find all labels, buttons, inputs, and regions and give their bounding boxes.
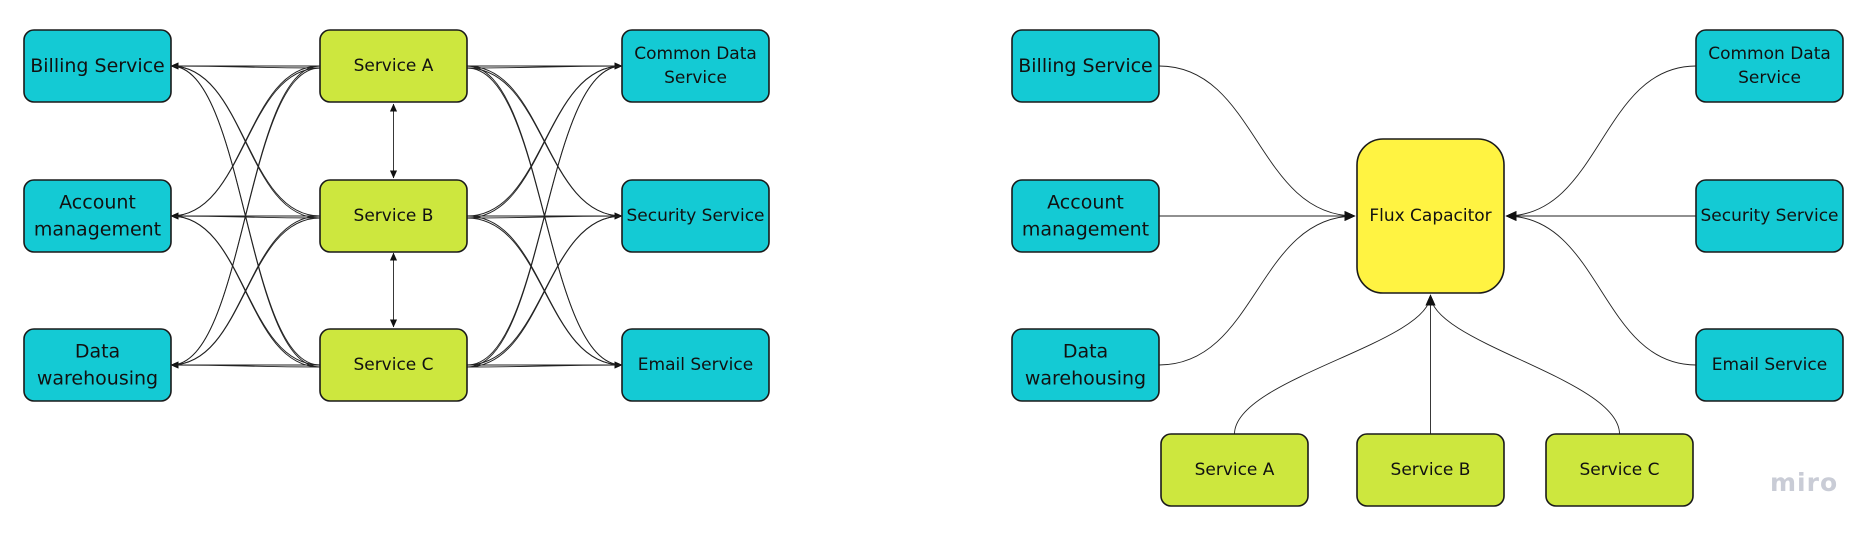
left_panel-node-service-b: Service B: [319, 179, 468, 253]
node-label: warehousing: [37, 367, 158, 389]
left_panel-node-data-wh: Data warehousing: [23, 328, 172, 402]
node-label: Common Data: [1708, 44, 1831, 64]
node-label: Service B: [1391, 460, 1471, 480]
connector-45: [1234, 294, 1436, 435]
node-label: Service: [664, 68, 727, 88]
connector-34: [170, 364, 321, 368]
right_panel-node-data-wh: Data warehousing: [1011, 328, 1160, 402]
node-label: Service: [1738, 68, 1801, 88]
node-label: Data: [1063, 341, 1108, 363]
node-box: [1695, 328, 1844, 402]
node-label: Security Service: [626, 206, 764, 226]
connector-43: [1158, 211, 1356, 366]
node-label: Email Service: [1712, 355, 1827, 375]
node-box: [23, 328, 172, 402]
connector-32: [466, 215, 623, 368]
node-label: Service C: [1579, 460, 1659, 480]
connector-14: [170, 65, 321, 219]
right_panel-node-email: Email Service: [1695, 328, 1844, 402]
node-box: [319, 29, 468, 103]
node-box: [1356, 433, 1505, 507]
connector-36: [466, 364, 623, 368]
node-box: [1011, 328, 1160, 402]
node-label: Billing Service: [30, 55, 165, 77]
node-box: [1356, 138, 1505, 294]
connector-40: [1505, 65, 1697, 221]
connector-30: [170, 215, 321, 368]
node-label: Service A: [354, 56, 434, 76]
node-box: [23, 29, 172, 103]
connector-4: [466, 65, 623, 69]
node-box: [1160, 433, 1309, 507]
node-label: management: [1022, 218, 1149, 240]
node-label: Service A: [1195, 460, 1275, 480]
node-box: [1545, 433, 1694, 507]
left_panel-node-billing: Billing Service: [23, 29, 172, 103]
node-label: management: [34, 218, 161, 240]
connector-44: [1505, 211, 1697, 366]
left_panel-node-email: Email Service: [621, 328, 770, 402]
node-label: warehousing: [1025, 367, 1146, 389]
connector-26: [170, 65, 321, 368]
node-box: [1011, 29, 1160, 103]
left_panel-node-service-c: Service C: [319, 328, 468, 402]
left_panel-node-account: Account management: [23, 179, 172, 253]
connector-39: [1158, 65, 1356, 221]
node-label: Email Service: [638, 355, 753, 375]
left_panel-node-security: Security Service: [621, 179, 770, 253]
node-box: [1695, 29, 1844, 103]
node-label: Service C: [353, 355, 433, 375]
right_panel-node-service-a: Service A: [1160, 433, 1309, 507]
node-label: Data: [75, 341, 120, 363]
right_panel-node-service-b: Service B: [1356, 433, 1505, 507]
node-label: Flux Capacitor: [1369, 206, 1491, 226]
connector-2: [170, 65, 321, 69]
connector-47: [1425, 294, 1620, 435]
node-box: [621, 179, 770, 253]
node-label: Account: [1047, 192, 1124, 214]
right_panel-node-account: Account management: [1011, 179, 1160, 253]
miro-watermark: miro: [1770, 468, 1839, 497]
right_panel-node-billing: Billing Service: [1011, 29, 1160, 103]
right_panel-node-security: Security Service: [1695, 179, 1844, 253]
connector-31: [466, 212, 623, 366]
node-box: [621, 29, 770, 103]
node-label: Security Service: [1700, 206, 1838, 226]
node-box: [621, 328, 770, 402]
node-box: [23, 179, 172, 253]
node-label: Service B: [354, 206, 434, 226]
node-label: Account: [59, 192, 136, 214]
connector-16: [466, 65, 623, 219]
node-box: [1695, 179, 1844, 253]
connector-15: [466, 62, 623, 217]
node-box: [319, 179, 468, 253]
node-label: Billing Service: [1018, 55, 1153, 77]
node-box: [1011, 179, 1160, 253]
right_panel-node-service-c: Service C: [1545, 433, 1694, 507]
connector-28: [466, 65, 623, 368]
right_panel-node-hub: Flux Capacitor: [1356, 138, 1505, 294]
node-label: Common Data: [634, 44, 757, 64]
edge-layer: [170, 62, 1697, 435]
left_panel-node-service-a: Service A: [319, 29, 468, 103]
node-box: [319, 328, 468, 402]
